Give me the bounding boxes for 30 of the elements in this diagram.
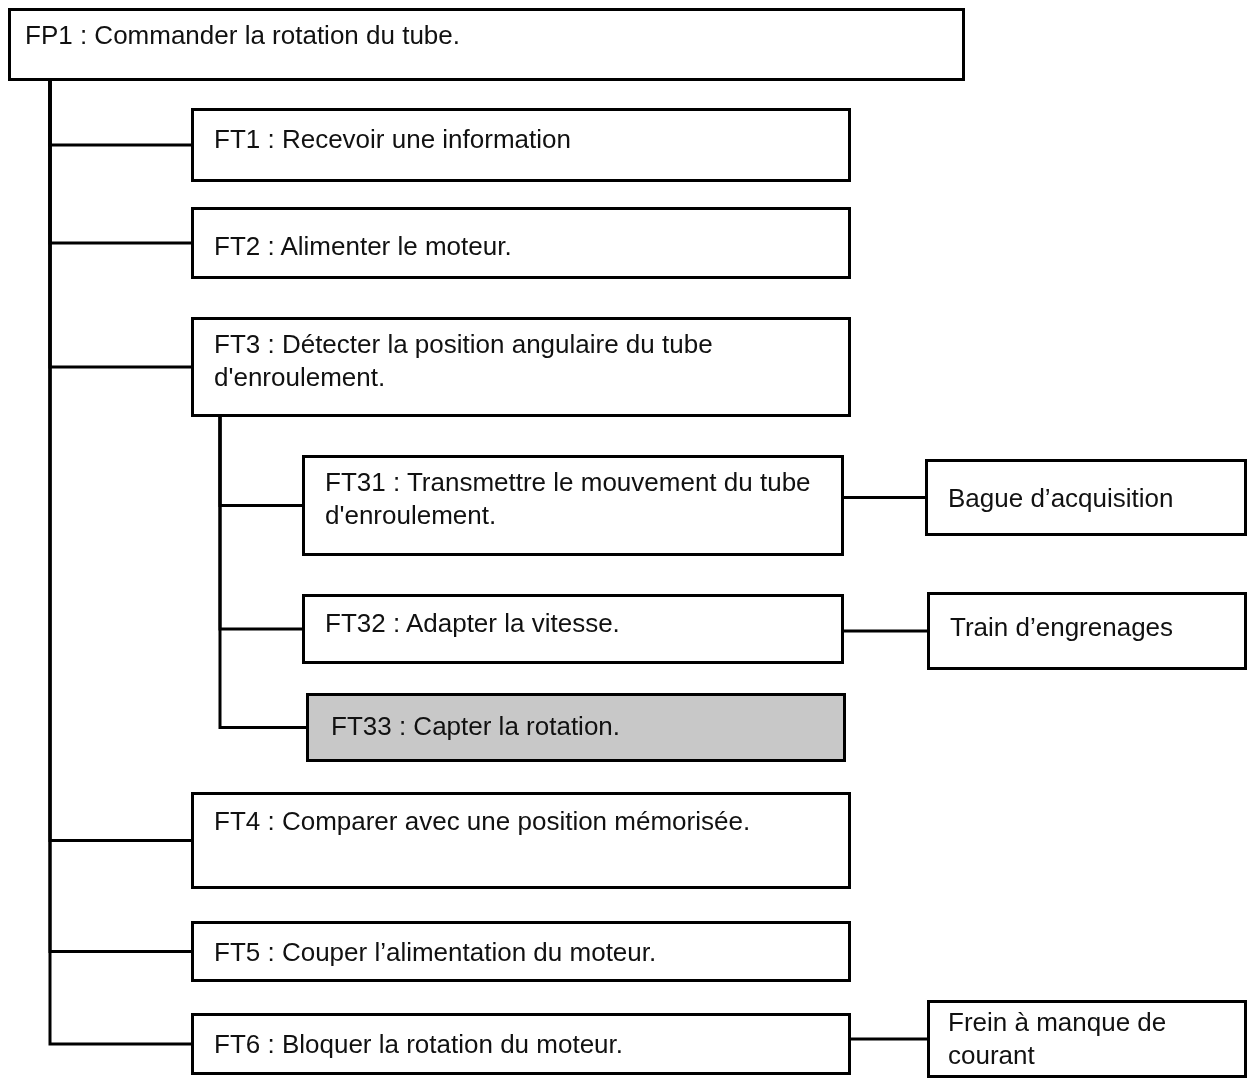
- function-box: [191, 1013, 851, 1075]
- function-label: FP1 : Commander la rotation du tube.: [25, 19, 460, 52]
- function-box: [927, 592, 1247, 670]
- connector-line: [844, 496, 925, 499]
- function-box: [191, 207, 851, 279]
- function-label: FT31 : Transmettre le mouvement du tube d'enroulement.: [325, 466, 812, 532]
- function-label: Bague d’acquisition: [948, 482, 1174, 515]
- function-box: [302, 594, 844, 664]
- function-box: [191, 921, 851, 982]
- function-label: FT33 : Capter la rotation.: [331, 710, 621, 743]
- function-box: [191, 317, 851, 417]
- highlighted-function-box: [306, 693, 846, 762]
- function-label: FT5 : Couper l’alimentation du moteur.: [214, 936, 657, 969]
- function-label: FT3 : Détecter la position angulaire du tube d'enroulement.: [214, 328, 714, 394]
- connector-line: [851, 1037, 927, 1041]
- function-box: [191, 792, 851, 889]
- function-box: [8, 8, 965, 81]
- connector-line: [218, 417, 306, 729]
- function-label: FT4 : Comparer avec une position mémorisée.: [214, 805, 751, 838]
- function-label: FT1 : Recevoir une information: [214, 123, 571, 156]
- function-box: [302, 455, 844, 556]
- function-label: FT32 : Adapter la vitesse.: [325, 607, 620, 640]
- function-box: [191, 108, 851, 182]
- function-box: [927, 1000, 1247, 1078]
- function-box: [925, 459, 1247, 536]
- function-label: FT6 : Bloquer la rotation du moteur.: [214, 1028, 623, 1061]
- function-label: Frein à manque de courant: [948, 1006, 1168, 1072]
- function-label: Train d’engrenages: [950, 611, 1174, 644]
- function-label: FT2 : Alimenter le moteur.: [214, 230, 512, 263]
- connector-line: [844, 629, 927, 633]
